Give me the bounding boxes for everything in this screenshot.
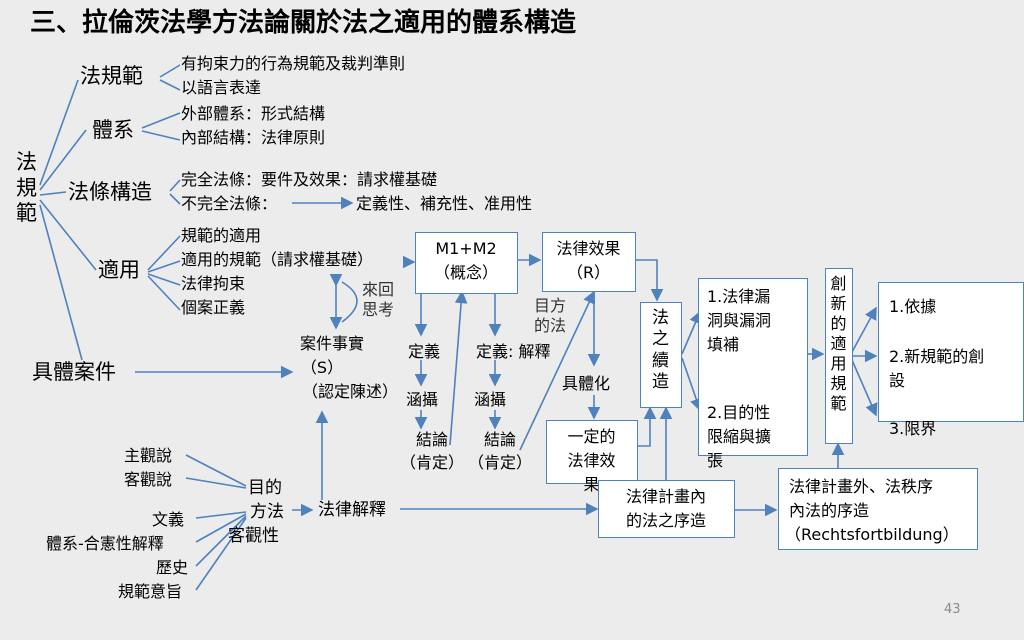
case-facts-1: 案件事實 bbox=[299, 334, 364, 353]
article-structure-item-2: 不完全法條： bbox=[181, 194, 278, 213]
m1m2-box: M1+M2 （概念） bbox=[415, 232, 518, 294]
outside-plan-line-3: （Rechtsfortbildung） bbox=[785, 525, 959, 544]
application-label: 適用 bbox=[98, 258, 140, 282]
back-and-forth-thinking: 來回 思考 bbox=[362, 280, 395, 319]
definition-1: 定義 bbox=[408, 342, 441, 361]
conclusion-2-line-2: （肯定） bbox=[467, 453, 532, 472]
basis-item-1: 1.依據 bbox=[889, 297, 937, 316]
method-purpose-label: 目的 bbox=[248, 478, 282, 498]
certain-effect-box: 一定的 法律效 果 bbox=[546, 420, 638, 494]
legal-effect-box: 法律效果 （R） bbox=[542, 232, 636, 292]
legal-norm-item-2: 以語言表達 bbox=[181, 78, 262, 97]
gaps-box: 1.法律漏 洞與漏洞 填補 2.目的性 限縮與擴 張 bbox=[698, 278, 808, 470]
method-historical: 歷史 bbox=[156, 558, 189, 577]
system-item-2: 內部結構：法律原則 bbox=[181, 128, 326, 147]
subsumption-2: 涵攝 bbox=[474, 390, 507, 409]
gaps-2-line-1: 2.目的性 bbox=[707, 403, 771, 422]
outside-plan-line-2: 內法的序造 bbox=[789, 501, 870, 520]
incomplete-article-types: 定義性、補充性、准用性 bbox=[356, 194, 533, 213]
page-number: 43 bbox=[944, 602, 961, 617]
basis-box: 1.依據 2.新規範的創 設 3.限界 bbox=[878, 282, 1024, 438]
inside-plan-line-2: 的法之序造 bbox=[625, 511, 706, 530]
basis-item-2-line-2: 設 bbox=[889, 371, 906, 390]
system-item-1: 外部體系：形式結構 bbox=[181, 104, 326, 123]
method-systematic: 體系-合憲性解釋 bbox=[46, 534, 164, 553]
legal-effect-line-2: （R） bbox=[566, 263, 611, 282]
application-item-3: 法律拘束 bbox=[181, 274, 246, 293]
application-item-2: 適用的規範（請求權基礎） bbox=[181, 250, 374, 269]
certain-effect-line-2: 法律效 bbox=[567, 451, 616, 470]
m1m2-line-1: M1+M2 bbox=[435, 239, 497, 258]
article-structure-label: 法條構造 bbox=[68, 180, 152, 204]
certain-effect-line-3: 果 bbox=[583, 475, 600, 494]
gaps-1-line-1: 1.法律漏 bbox=[707, 287, 771, 306]
continuation-text: 法 之 續 造 bbox=[652, 308, 669, 392]
conclusion-2-line-1: 結論 bbox=[483, 430, 516, 449]
certain-effect-line-1: 一定的 bbox=[567, 427, 616, 446]
system-label: 體系 bbox=[92, 118, 134, 142]
outside-plan-line-1: 法律計畫外、法秩序 bbox=[789, 477, 934, 496]
concrete-case-label: 具體案件 bbox=[32, 360, 116, 384]
conclusion-1-line-2: （肯定） bbox=[399, 453, 464, 472]
objective-theory: 客觀說 bbox=[124, 470, 173, 489]
application-item-1: 規範的適用 bbox=[181, 226, 262, 245]
definition-interpretation: 定義: 解釋 bbox=[476, 342, 551, 361]
inside-plan-box: 法律計畫內 的法之序造 bbox=[598, 480, 735, 538]
gaps-2-line-3: 張 bbox=[707, 451, 724, 470]
concretization: 具體化 bbox=[562, 374, 611, 393]
article-structure-item-1: 完全法條：要件及效果：請求權基礎 bbox=[181, 170, 438, 189]
gaps-1-line-3: 填補 bbox=[707, 335, 740, 354]
m1m2-line-2: （概念） bbox=[433, 263, 498, 282]
case-facts-2: （S） bbox=[300, 358, 344, 377]
creative-norm-text: 創 新 的 適 用 規 範 bbox=[830, 274, 847, 413]
conclusion-1-line-1: 結論 bbox=[415, 430, 448, 449]
case-facts-3: （認定陳述） bbox=[301, 382, 398, 401]
legal-norm-item-1: 有拘束力的行為規範及裁判準則 bbox=[181, 54, 406, 73]
application-item-4: 個案正義 bbox=[181, 298, 246, 317]
legal-norm-label: 法規範 bbox=[80, 64, 143, 88]
root-legal-norm: 法 規 範 bbox=[16, 150, 37, 226]
method-purpose: 規範意旨 bbox=[118, 582, 183, 601]
gaps-2-line-2: 限縮與擴 bbox=[707, 427, 772, 446]
method-method-label: 方法 bbox=[250, 502, 284, 522]
outside-plan-box: 法律計畫外、法秩序 內法的序造 （Rechtsfortbildung） bbox=[778, 468, 978, 550]
creative-norm-box: 創 新 的 適 用 規 範 bbox=[825, 268, 853, 444]
inside-plan-line-1: 法律計畫內 bbox=[625, 487, 706, 506]
basis-item-2-line-1: 2.新規範的創 bbox=[889, 347, 985, 366]
legal-effect-line-1: 法律效果 bbox=[556, 239, 621, 258]
gaps-1-line-2: 洞與漏洞 bbox=[707, 311, 772, 330]
page-title: 三、拉倫茨法學方法論關於法之適用的體系構造 bbox=[30, 8, 577, 38]
subsumption-1: 涵攝 bbox=[406, 390, 439, 409]
method-objectivity-label: 客觀性 bbox=[228, 526, 279, 546]
method-literal: 文義 bbox=[152, 510, 185, 529]
subjective-theory: 主觀說 bbox=[124, 446, 173, 465]
continuation-box: 法 之 續 造 bbox=[640, 302, 682, 408]
basis-item-3: 3.限界 bbox=[889, 419, 937, 438]
purpose-method: 目方 的法 bbox=[534, 296, 567, 335]
legal-interpretation: 法律解釋 bbox=[318, 500, 386, 520]
